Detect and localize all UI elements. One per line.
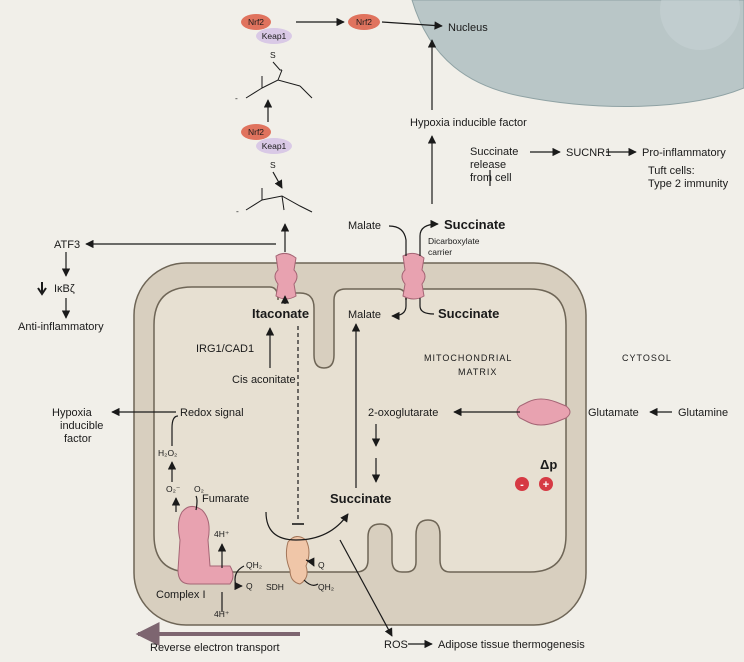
minus-charge-label: - [520,479,524,491]
complex-i-protein [177,506,234,585]
glutamate-label: Glutamate [588,407,639,419]
h4-bottom-label: 4H⁺ [214,609,230,619]
ikbz-label: IκBζ [54,283,75,295]
oxoglutarate-label: 2-oxoglutarate [368,407,438,419]
plus-charge-label: + [543,479,549,491]
qh2-left-label: QH₂ [246,560,262,570]
keap1-label-bottom: Keap1 [262,141,287,151]
itaconate-label: Itaconate [252,306,309,321]
mito-matrix-line1: MITOCHONDRIAL [424,353,512,363]
minus-charge [515,477,529,491]
succinate-release-line2: release [470,159,506,171]
succinate-center-label: Succinate [330,491,391,506]
dicarboxylate-line1: Dicarboxylate [428,236,480,246]
s-label-bottom: S [270,160,276,170]
keap1-bottom [256,138,292,154]
pro-inflammatory-label: Pro-inflammatory [642,147,726,159]
nrf2-free-label: Nrf2 [356,17,372,27]
dicarboxylate-line2: carrier [428,247,452,257]
succinate-release-line1: Succinate [470,146,518,158]
nrf2-label-top: Nrf2 [248,17,264,27]
q-left-label: Q [246,581,253,591]
plus-charge [539,477,553,491]
h4-top-label: 4H⁺ [214,529,230,539]
hif-left-line2: inducible [60,420,103,432]
dicarboxylate-carrier-protein [401,252,426,300]
hif-top-label: Hypoxia inducible factor [410,117,527,129]
hif-left-line3: factor [64,433,92,445]
qh2-sdh-label: QH₂ [318,582,334,592]
glutamine-label: Glutamine [678,407,728,419]
s-label-top: S [270,50,276,60]
ros-label: ROS [384,639,408,651]
succinate-release-line3: from cell [470,172,512,184]
nrf2-free [348,14,380,30]
nucleus-label: Nucleus [448,22,488,34]
adipose-label: Adipose tissue thermogenesis [438,639,585,651]
minus-label-top: - [235,93,238,103]
h2o2-label: H₂O₂ [158,448,177,458]
cis-aconitate-label: Cis aconitate [232,374,296,386]
sdh-label: SDH [266,582,284,592]
q-sdh-label: Q [318,560,325,570]
nrf2-label-bottom: Nrf2 [248,127,264,137]
mito-matrix-line2: MATRIX [458,367,497,377]
nrf2-bound-bottom [241,124,271,140]
hif-left-line1: Hypoxia [52,407,93,419]
complex-i-label: Complex I [156,589,206,601]
succinate-inner-label: Succinate [438,306,499,321]
tuft-line1: Tuft cells: [648,165,695,177]
succinate-outer-label: Succinate [444,217,505,232]
delta-p-label: Δp [540,457,557,472]
sucnr1-label: SUCNR1 [566,147,611,159]
o2-minus-label: O₂⁻ [166,484,181,494]
anti-inflammatory-label: Anti-inflammatory [18,321,104,333]
keap1-top [256,28,292,44]
malate-inner-label: Malate [348,309,381,321]
mitochondrion-inner-membrane [153,286,567,573]
sdh-protein [285,536,310,585]
malate-outer-label: Malate [348,220,381,232]
o2-label: O₂ [194,484,204,494]
glutamate-transporter [516,398,571,426]
nucleus-shape [411,0,744,107]
itaconate-transporter [274,252,298,300]
nrf2-bound-top [241,14,271,30]
atf3-label: ATF3 [54,239,80,251]
fumarate-label: Fumarate [202,493,249,505]
cytosol-label: CYTOSOL [622,353,672,363]
keap1-label-top: Keap1 [262,31,287,41]
redox-signal-label: Redox signal [180,407,244,419]
irg1-label: IRG1/CAD1 [196,343,254,355]
reverse-electron-label: Reverse electron transport [150,642,280,654]
tuft-line2: Type 2 immunity [648,178,729,190]
minus-label-bottom: - [236,206,239,216]
